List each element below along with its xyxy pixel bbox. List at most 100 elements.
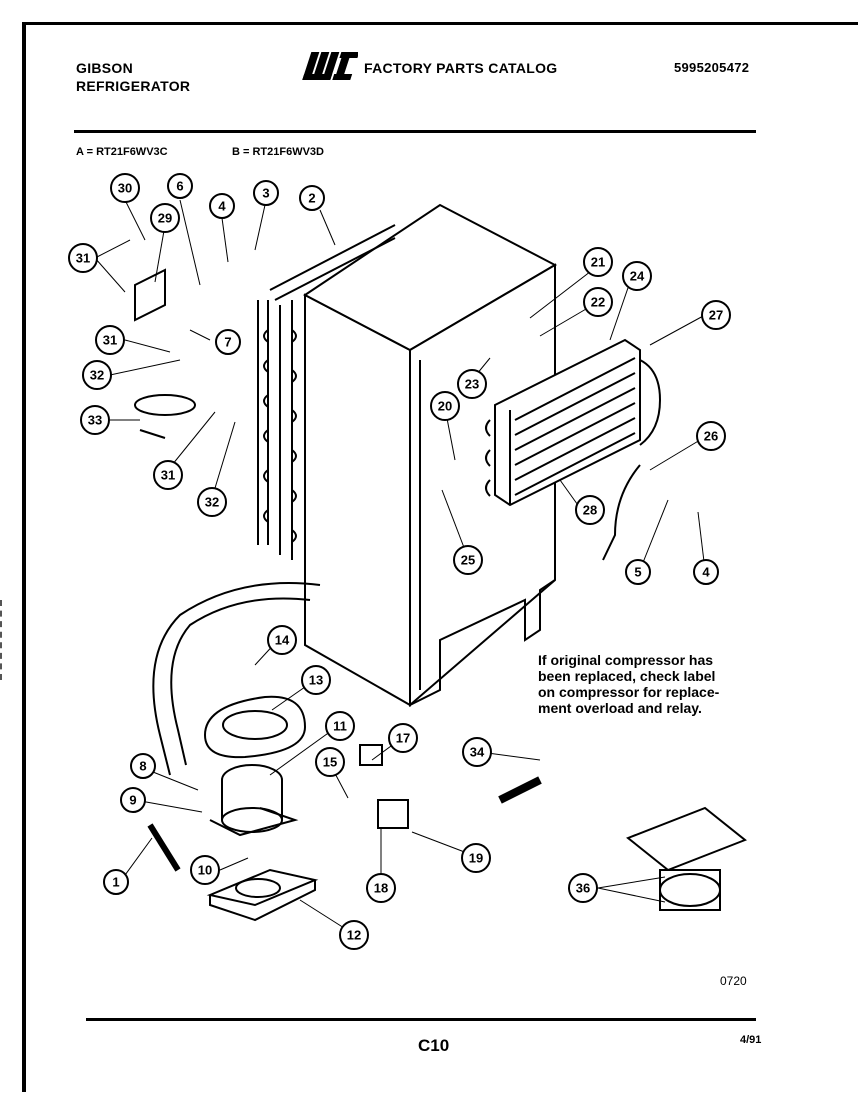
drier-drawing bbox=[147, 823, 181, 872]
callout-18: 18 bbox=[366, 873, 396, 903]
callout-22: 22 bbox=[583, 287, 613, 317]
svg-text:14: 14 bbox=[275, 633, 290, 648]
svg-text:4: 4 bbox=[702, 565, 710, 580]
svg-text:10: 10 bbox=[198, 863, 212, 878]
svg-text:20: 20 bbox=[438, 399, 452, 414]
callout-2: 2 bbox=[299, 185, 325, 211]
callout-31: 31 bbox=[68, 243, 98, 273]
evaporator-drawing bbox=[485, 338, 662, 507]
model-a: A = RT21F6WV3C bbox=[76, 146, 168, 158]
svg-text:31: 31 bbox=[103, 333, 117, 348]
page-number: C10 bbox=[418, 1036, 450, 1055]
callout-4: 4 bbox=[209, 193, 235, 219]
svg-text:15: 15 bbox=[323, 755, 337, 770]
callout-10: 10 bbox=[190, 855, 220, 885]
catalog-title: FACTORY PARTS CATALOG bbox=[364, 60, 558, 76]
callout-31: 31 bbox=[95, 325, 125, 355]
svg-text:2: 2 bbox=[308, 191, 315, 206]
callout-27: 27 bbox=[701, 300, 731, 330]
svg-text:31: 31 bbox=[76, 251, 90, 266]
condenser-coil-drawing bbox=[257, 224, 396, 560]
bracket-drawing bbox=[134, 268, 166, 322]
cabinet-drawing bbox=[303, 203, 558, 708]
callout-30: 30 bbox=[110, 173, 140, 203]
callout-14: 14 bbox=[267, 625, 297, 655]
callout-28: 28 bbox=[575, 495, 605, 525]
svg-text:28: 28 bbox=[583, 503, 597, 518]
note-line-1: If original compressor has bbox=[538, 652, 714, 668]
svg-text:13: 13 bbox=[309, 673, 323, 688]
header-rule bbox=[74, 130, 756, 133]
svg-text:22: 22 bbox=[591, 295, 605, 310]
catalog-part-number: 5995205472 bbox=[674, 60, 750, 75]
svg-text:6: 6 bbox=[176, 179, 183, 194]
footer-rule bbox=[86, 1018, 756, 1021]
callout-26: 26 bbox=[696, 421, 726, 451]
callout-17: 17 bbox=[388, 723, 418, 753]
svg-text:31: 31 bbox=[161, 468, 175, 483]
power-cord-drawing bbox=[134, 394, 196, 416]
svg-text:32: 32 bbox=[90, 368, 104, 383]
callout-29: 29 bbox=[150, 203, 180, 233]
svg-text:32: 32 bbox=[205, 495, 219, 510]
callout-12: 12 bbox=[339, 920, 369, 950]
svg-text:34: 34 bbox=[470, 745, 485, 760]
callout-13: 13 bbox=[301, 665, 331, 695]
callout-labels: 30 6 3 4 2 29 31 7 31 32 33 31 32 21 24 … bbox=[68, 173, 731, 950]
callout-4: 4 bbox=[693, 559, 719, 585]
svg-text:5: 5 bbox=[634, 565, 641, 580]
svg-text:8: 8 bbox=[139, 759, 146, 774]
tube-drawing bbox=[602, 464, 641, 561]
note-line-2: been replaced, check label bbox=[538, 668, 716, 684]
overload-drawing bbox=[359, 744, 383, 766]
svg-text:23: 23 bbox=[465, 377, 479, 392]
callout-3: 3 bbox=[253, 180, 279, 206]
relay-drawing bbox=[377, 799, 409, 829]
callout-9: 9 bbox=[120, 787, 146, 813]
callout-36: 36 bbox=[568, 873, 598, 903]
drain-hose-drawing bbox=[152, 582, 321, 776]
drain-pan-drawing bbox=[203, 695, 307, 759]
callout-1: 1 bbox=[103, 869, 129, 895]
svg-text:1: 1 bbox=[112, 875, 119, 890]
svg-text:18: 18 bbox=[374, 881, 388, 896]
svg-text:30: 30 bbox=[118, 181, 132, 196]
page-border bbox=[22, 22, 858, 1092]
leader-lines bbox=[94, 199, 706, 934]
capacitor-drawing bbox=[498, 776, 542, 804]
compressor-drawing bbox=[209, 764, 299, 837]
callout-32: 32 bbox=[82, 360, 112, 390]
svg-text:36: 36 bbox=[576, 881, 590, 896]
svg-text:24: 24 bbox=[630, 269, 645, 284]
callout-33: 33 bbox=[80, 405, 110, 435]
diagram-drawing bbox=[134, 203, 747, 922]
svg-text:26: 26 bbox=[704, 429, 718, 444]
model-b: B = RT21F6WV3D bbox=[232, 146, 324, 158]
svg-text:19: 19 bbox=[469, 851, 483, 866]
wci-logo-icon bbox=[302, 52, 358, 80]
svg-text:29: 29 bbox=[158, 211, 172, 226]
callout-23: 23 bbox=[457, 369, 487, 399]
callout-20: 20 bbox=[430, 391, 460, 421]
callout-32: 32 bbox=[197, 487, 227, 517]
callout-31: 31 bbox=[153, 460, 183, 490]
callout-19: 19 bbox=[461, 843, 491, 873]
svg-text:11: 11 bbox=[333, 719, 347, 734]
callout-8: 8 bbox=[130, 753, 156, 779]
callout-25: 25 bbox=[453, 545, 483, 575]
callout-5: 5 bbox=[625, 559, 651, 585]
product-type: REFRIGERATOR bbox=[76, 78, 191, 94]
svg-text:27: 27 bbox=[709, 308, 723, 323]
callout-21: 21 bbox=[583, 247, 613, 277]
callout-6: 6 bbox=[167, 173, 193, 199]
start-device-drawing bbox=[626, 806, 747, 911]
compressor-note: If original compressor has been replaced… bbox=[538, 652, 778, 716]
note-line-4: ment overload and relay. bbox=[538, 700, 702, 716]
diagram-code: 0720 bbox=[720, 974, 747, 988]
callout-15: 15 bbox=[315, 747, 345, 777]
svg-text:3: 3 bbox=[262, 186, 269, 201]
brand-name: GIBSON bbox=[76, 60, 134, 76]
svg-text:33: 33 bbox=[88, 413, 102, 428]
note-line-3: on compressor for replace- bbox=[538, 684, 720, 700]
